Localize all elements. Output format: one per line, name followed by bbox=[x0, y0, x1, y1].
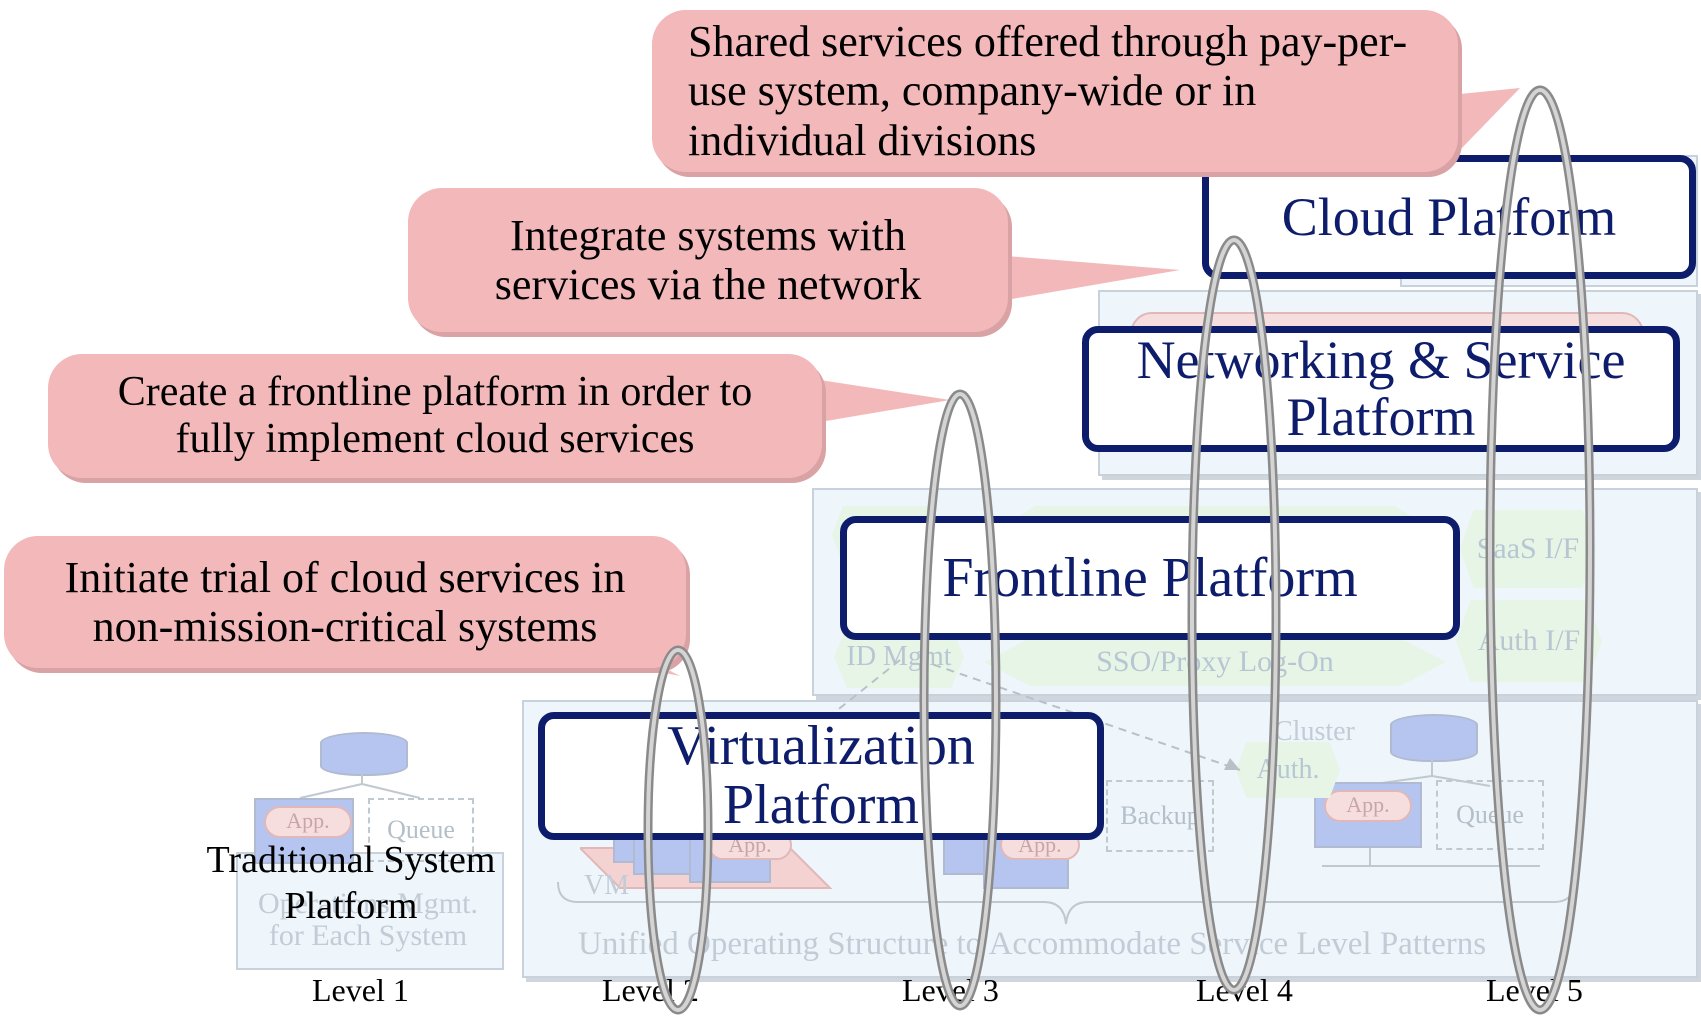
cluster-label: Cluster bbox=[1274, 716, 1355, 747]
ops-mgmt-box bbox=[236, 852, 504, 970]
database-icon-l2 bbox=[1390, 724, 1478, 762]
callout-frontline: Create a frontline platform in order to … bbox=[48, 354, 822, 478]
ops-mgmt-label: Operations Mgmt. for Each System bbox=[258, 887, 478, 952]
networking-service-platform-box: Networking & Service Platform bbox=[1082, 326, 1680, 452]
callout-virtualization: Initiate trial of cloud services in non-… bbox=[4, 536, 686, 668]
frontline-platform-box: Frontline Platform bbox=[840, 516, 1460, 640]
app-pill-l1: App. bbox=[264, 806, 352, 838]
queue-box-cluster: Queue bbox=[1436, 780, 1544, 850]
ring-level-2 bbox=[643, 645, 713, 1015]
app-pill-cluster: App. bbox=[1324, 790, 1412, 822]
ring-level-4 bbox=[1187, 235, 1281, 995]
ring-level-5 bbox=[1485, 85, 1595, 1015]
backup-box: Backup bbox=[1106, 780, 1214, 852]
brace bbox=[557, 881, 1575, 925]
auth-hex: Auth. bbox=[1236, 742, 1340, 798]
vm-label: VM bbox=[584, 870, 630, 901]
database-icon-l1 bbox=[320, 742, 408, 776]
ring-level-3 bbox=[919, 389, 1001, 1011]
traditional-platform-label: Traditional System Platform bbox=[206, 839, 496, 927]
callout-cloud: Shared services offered through pay-per-… bbox=[652, 10, 1458, 172]
queue-box-l1: Queue bbox=[368, 798, 474, 862]
callout-network: Integrate systems with services via the … bbox=[408, 188, 1008, 332]
cloud-platform-box: Cloud Platform bbox=[1202, 155, 1696, 279]
l1-tree-lines bbox=[299, 774, 421, 799]
auth-if-hex: Auth I/F bbox=[1456, 600, 1602, 682]
saas-if-hex: SaaS I/F bbox=[1460, 510, 1596, 588]
level-1-label: Level 1 bbox=[312, 972, 409, 1008]
sso-hex: SSO/Proxy Log-On bbox=[984, 638, 1446, 686]
unified-label: Unified Operating Structure to Accommoda… bbox=[578, 926, 1487, 962]
